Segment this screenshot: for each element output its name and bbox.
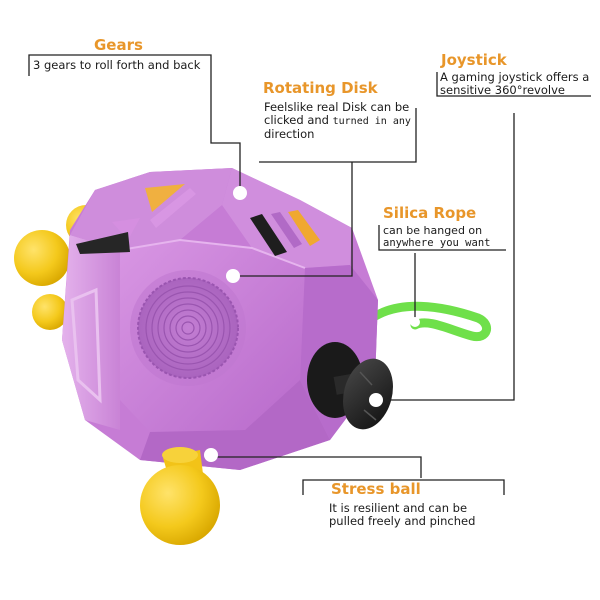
joystick-description: A gaming joystick offers a sensitive 360…: [440, 71, 589, 97]
rotating-disk-desc-line2a: clicked and: [264, 113, 333, 127]
triangle-button-icon: [145, 184, 185, 212]
rotating-disk-description: Feelslike real Disk can be clicked and t…: [264, 101, 411, 141]
gears-marker-icon: [233, 186, 247, 200]
rotating-disk-icon: [130, 270, 246, 386]
silica-rope-marker-icon: [410, 317, 420, 327]
stress-ball-desc-line2: pulled freely and pinched: [329, 514, 476, 528]
stress-ball-icon: [140, 465, 220, 545]
joystick-desc-line2: sensitive 360°revolve: [440, 83, 565, 97]
leader-lines: [28, 54, 591, 495]
buttons-group: [76, 184, 196, 254]
joystick-title: Joystick: [441, 51, 507, 69]
joystick-marker-icon: [369, 393, 383, 407]
stress-ball-bottom-group: [140, 447, 220, 545]
silica-rope-desc-line2: anywhere you want: [383, 237, 491, 249]
stress-ball-icon: [32, 294, 68, 330]
gears-icon: [250, 210, 320, 256]
silica-rope-title: Silica Rope: [383, 204, 477, 222]
rotating-disk-desc-line3: direction: [264, 127, 315, 141]
stress-ball-title: Stress ball: [331, 480, 421, 498]
silica-rope-icon: [367, 301, 491, 342]
gears-description: 3 gears to roll forth and back: [33, 58, 201, 72]
silica-rope-description: can be hanged on anywhere you want: [383, 224, 490, 250]
rotating-disk-desc-line1: Feelslike real Disk can be: [264, 100, 410, 114]
callout-dots: [204, 186, 420, 462]
gears-title: Gears: [94, 36, 143, 54]
joystick-desc-line1: A gaming joystick offers a: [440, 70, 590, 84]
rotating-disk-title: Rotating Disk: [263, 79, 378, 97]
rotating-disk-marker-icon: [226, 269, 240, 283]
stress-ball-desc-line1: It is resilient and can be: [329, 501, 468, 515]
rotating-disk-desc-line2b: turned in any: [332, 116, 411, 127]
joystick-icon: [307, 342, 393, 430]
rotating-disk-desc-line2: clicked and turned in any: [264, 114, 411, 128]
silica-rope-desc-line1: can be hanged on: [383, 224, 483, 237]
stress-ball-description: It is resilient and can be pulled freely…: [329, 502, 475, 528]
stress-ball-marker-icon: [204, 448, 218, 462]
stress-ball-icon: [14, 230, 70, 286]
switch-button-icon: [76, 232, 130, 254]
